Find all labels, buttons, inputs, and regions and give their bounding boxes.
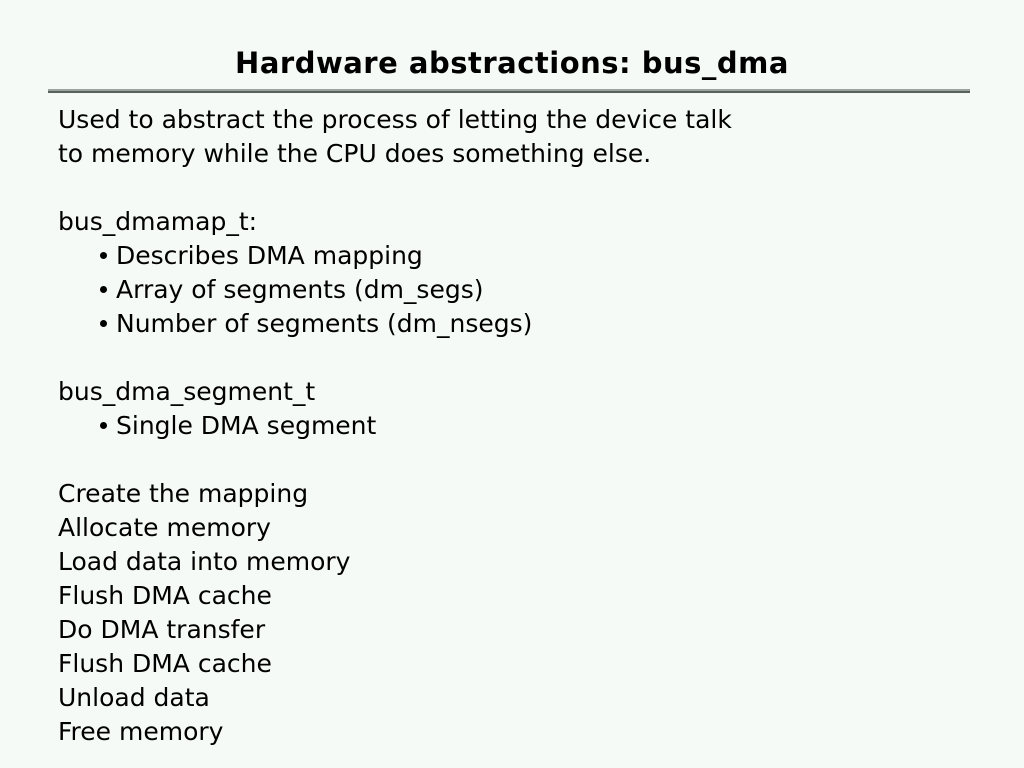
list-item-label: Number of segments (dm_nsegs) [116,309,533,338]
list-item: Array of segments (dm_segs) [58,273,988,307]
step-item: Free memory [58,717,224,746]
bullet-icon [100,239,116,273]
section-heading-bus-dma-segment-t: bus_dma_segment_t [58,377,316,406]
spacer-2 [58,341,988,375]
bullet-icon [100,307,116,341]
slide-body: Used to abstract the process of letting … [58,103,988,749]
section-heading-bus-dmamap-t: bus_dmamap_t: [58,207,258,236]
bullet-icon [100,273,116,307]
title-divider [48,89,970,93]
step-item: Load data into memory [58,547,351,576]
list-item: Describes DMA mapping [58,239,988,273]
intro-line-2: to memory while the CPU does something e… [58,139,652,168]
step-item: Unload data [58,683,210,712]
step-item: Create the mapping [58,479,309,508]
step-item: Flush DMA cache [58,581,272,610]
bullet-icon [100,409,116,443]
list-item-label: Array of segments (dm_segs) [116,275,484,304]
spacer-1 [58,171,988,205]
page-title: Hardware abstractions: bus_dma [235,46,789,80]
list-item-label: Describes DMA mapping [116,241,423,270]
step-item: Allocate memory [58,513,271,542]
spacer-3 [58,443,988,477]
intro-line-1: Used to abstract the process of letting … [58,105,732,134]
steps-list: Create the mapping Allocate memory Load … [58,477,988,749]
list-item: Number of segments (dm_nsegs) [58,307,988,341]
list-item-label: Single DMA segment [116,411,377,440]
step-item: Do DMA transfer [58,615,266,644]
step-item: Flush DMA cache [58,649,272,678]
list-item: Single DMA segment [58,409,988,443]
